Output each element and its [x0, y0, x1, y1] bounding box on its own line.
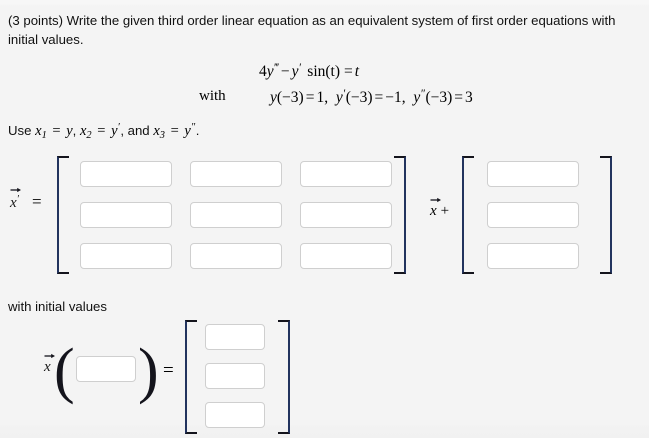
- substitution-expression-3: x3 = y″: [153, 122, 196, 141]
- matrix-right-bracket: [394, 156, 406, 274]
- matrix-cell-1-1[interactable]: [80, 161, 172, 187]
- problem-statement-line2: with initial values.: [8, 13, 616, 47]
- matrix-cell-3-1[interactable]: [80, 243, 172, 269]
- ic2-equals: =: [374, 89, 384, 107]
- substitution-period: .: [195, 122, 200, 138]
- equation-first-prime: ′: [298, 62, 302, 74]
- ic2-arg: (−3): [345, 89, 373, 107]
- ic3-value: 3: [465, 89, 473, 107]
- substitution-expression: x1 = y: [35, 122, 73, 141]
- forcing-right-bracket: [600, 156, 612, 274]
- ic1-arg: (−3): [276, 89, 304, 107]
- sub-y2-prime: ′: [117, 122, 121, 133]
- matrix-left-bracket: [57, 156, 69, 274]
- system-lhs-variable: x: [10, 195, 17, 211]
- iv-vector-cell-1[interactable]: [205, 324, 265, 350]
- iv-argument-input[interactable]: [76, 356, 136, 382]
- equation-third-prime: ‴: [273, 62, 279, 74]
- substitution-prefix: Use: [8, 122, 36, 138]
- substitution-line: Use x1 = y, x2 = y′, and x3 = y″.: [8, 122, 199, 141]
- matrix-cell-2-1[interactable]: [80, 202, 172, 228]
- sub-eq2: =: [93, 122, 110, 139]
- ic3-arg: (−3): [425, 89, 453, 107]
- sub-x3: x: [153, 122, 160, 139]
- equation-minus: −: [280, 63, 290, 81]
- iv-lhs-variable: x: [44, 359, 51, 375]
- ic1-equals: =: [305, 89, 315, 107]
- iv-vector-cell-2[interactable]: [205, 363, 265, 389]
- middle-plus: +: [440, 203, 450, 219]
- substitution-expression-2: x2 = y′: [79, 122, 121, 141]
- matrix-cell-1-2[interactable]: [190, 161, 282, 187]
- matrix-cell-1-3[interactable]: [300, 161, 392, 187]
- ic3-prime: ″: [420, 88, 426, 100]
- problem-statement-line1: (3 points) Write the given third order l…: [8, 13, 589, 28]
- equation-y-third: y: [266, 63, 274, 81]
- ic1-fn: y: [270, 89, 277, 107]
- vector-x-middle: x: [430, 197, 441, 219]
- initial-values-label: with initial values: [8, 299, 107, 314]
- iv-equals: =: [163, 360, 174, 381]
- equation-sin-term: sin(t): [307, 63, 341, 81]
- vector-arrow-icon: [430, 197, 441, 203]
- sub-x1-index: 1: [41, 129, 47, 141]
- sub-y3-prime: ″: [190, 122, 196, 133]
- equation-coefficient: 4: [259, 63, 267, 81]
- sub-y1: y: [66, 122, 73, 139]
- ic3-equals: =: [454, 89, 464, 107]
- ic1-value: 1,: [316, 89, 329, 107]
- equation-rhs: t: [354, 63, 360, 81]
- vector-arrow-icon: [10, 187, 21, 193]
- sub-x2-index: 2: [86, 129, 92, 141]
- sub-eq1: =: [48, 122, 65, 139]
- problem-statement: (3 points) Write the given third order l…: [8, 11, 638, 49]
- system-lhs: x′ =: [10, 187, 42, 212]
- sub-x2: x: [79, 122, 87, 139]
- ic2-prime: ′: [342, 88, 346, 100]
- vector-x-prime: x′: [10, 187, 21, 211]
- vector-arrow-icon: [44, 353, 55, 359]
- sub-y3: y: [184, 122, 191, 139]
- sub-eq3: =: [166, 122, 183, 139]
- ic3-fn: y: [413, 89, 421, 107]
- system-middle-operator: x +: [430, 197, 450, 220]
- middle-variable: x: [430, 203, 437, 219]
- ic2-fn: y: [335, 89, 343, 107]
- iv-left-bracket: [185, 320, 197, 434]
- sub-x1: x: [35, 122, 42, 139]
- sub-y2: y: [111, 122, 118, 139]
- forcing-cell-2[interactable]: [487, 202, 579, 228]
- matrix-cell-3-3[interactable]: [300, 243, 392, 269]
- matrix-cell-2-2[interactable]: [190, 202, 282, 228]
- ic2-value: −1,: [385, 89, 406, 107]
- substitution-comma1: ,: [72, 122, 80, 138]
- substitution-comma2: , and: [120, 122, 154, 138]
- equation-equals: =: [344, 63, 353, 81]
- vector-x-initial: x: [44, 353, 55, 375]
- system-equation: x′ = x +: [0, 152, 649, 278]
- initial-values-equation: x ( ) =: [0, 318, 649, 438]
- matrix-cell-2-3[interactable]: [300, 202, 392, 228]
- forcing-left-bracket: [462, 156, 474, 274]
- equation-y-first: y: [291, 63, 299, 81]
- iv-open-paren: (: [54, 337, 75, 405]
- with-label: with: [199, 88, 226, 104]
- iv-right-bracket: [278, 320, 290, 434]
- iv-close-paren: ): [138, 337, 159, 405]
- sub-x3-index: 3: [159, 129, 165, 141]
- system-equals: =: [32, 192, 42, 211]
- iv-vector-cell-3[interactable]: [205, 402, 265, 428]
- forcing-cell-3[interactable]: [487, 243, 579, 269]
- forcing-cell-1[interactable]: [487, 161, 579, 187]
- system-lhs-prime: ′: [16, 193, 20, 206]
- matrix-cell-3-2[interactable]: [190, 243, 282, 269]
- main-equation: 4y‴−y′ sin(t)=t: [259, 62, 359, 81]
- iv-lhs: x: [44, 353, 55, 376]
- initial-conditions: y(−3)=1, y′(−3)=−1, y″(−3)=3: [270, 88, 473, 107]
